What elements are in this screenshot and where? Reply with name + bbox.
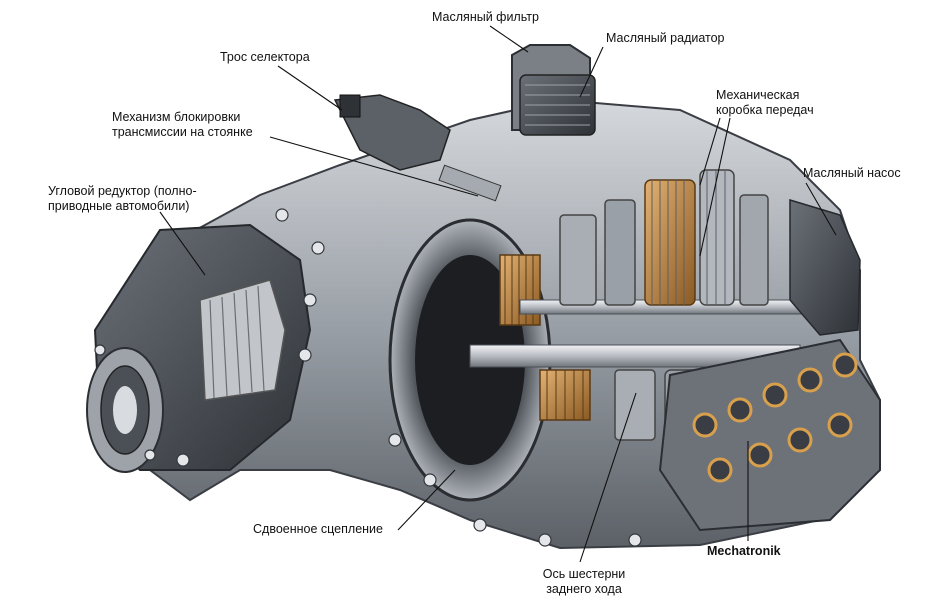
label-manual-gearbox-line-2: коробка передач: [716, 103, 814, 117]
label-mechatronik: Mechatronik: [707, 544, 781, 558]
oil-pump-housing: [789, 198, 861, 336]
leader-lines: [159, 25, 837, 563]
label-oil-filter: Масляный фильтр: [432, 10, 539, 24]
label-reverse-shaft-line-1: Ось шестерни: [542, 567, 626, 581]
label-dual-clutch: Сдвоенное сцепление: [253, 522, 383, 536]
label-parking-lock: Механизм блокировки трансмиссии на стоян…: [112, 110, 253, 140]
label-angle-drive: Угловой редуктор (полно- приводные автом…: [48, 184, 197, 214]
label-reverse-shaft: Ось шестерни заднего хода: [536, 567, 632, 597]
angle-drive-bevel-gear: [199, 279, 286, 401]
housing-bolts: [94, 208, 642, 547]
label-parking-lock-line-2: трансмиссии на стоянке: [112, 125, 253, 139]
label-manual-gearbox-line-1: Механическая: [716, 88, 800, 102]
label-angle-drive-line-2: приводные автомобили): [48, 199, 190, 213]
label-reverse-shaft-line-2: заднего хода: [546, 582, 622, 596]
selector-cable-mechanism: [333, 94, 451, 171]
label-selector-cable: Трос селектора: [220, 50, 310, 64]
label-manual-gearbox: Механическая коробка передач: [716, 88, 814, 118]
mechatronik-unit: [658, 338, 881, 532]
label-oil-pump: Масляный насос: [803, 166, 901, 180]
label-angle-drive-line-1: Угловой редуктор (полно-: [48, 184, 197, 198]
mechatronik-solenoids: [692, 352, 858, 483]
parking-lock-linkage: [438, 164, 502, 202]
label-parking-lock-line-1: Механизм блокировки: [112, 110, 241, 124]
label-oil-cooler: Масляный радиатор: [606, 31, 725, 45]
